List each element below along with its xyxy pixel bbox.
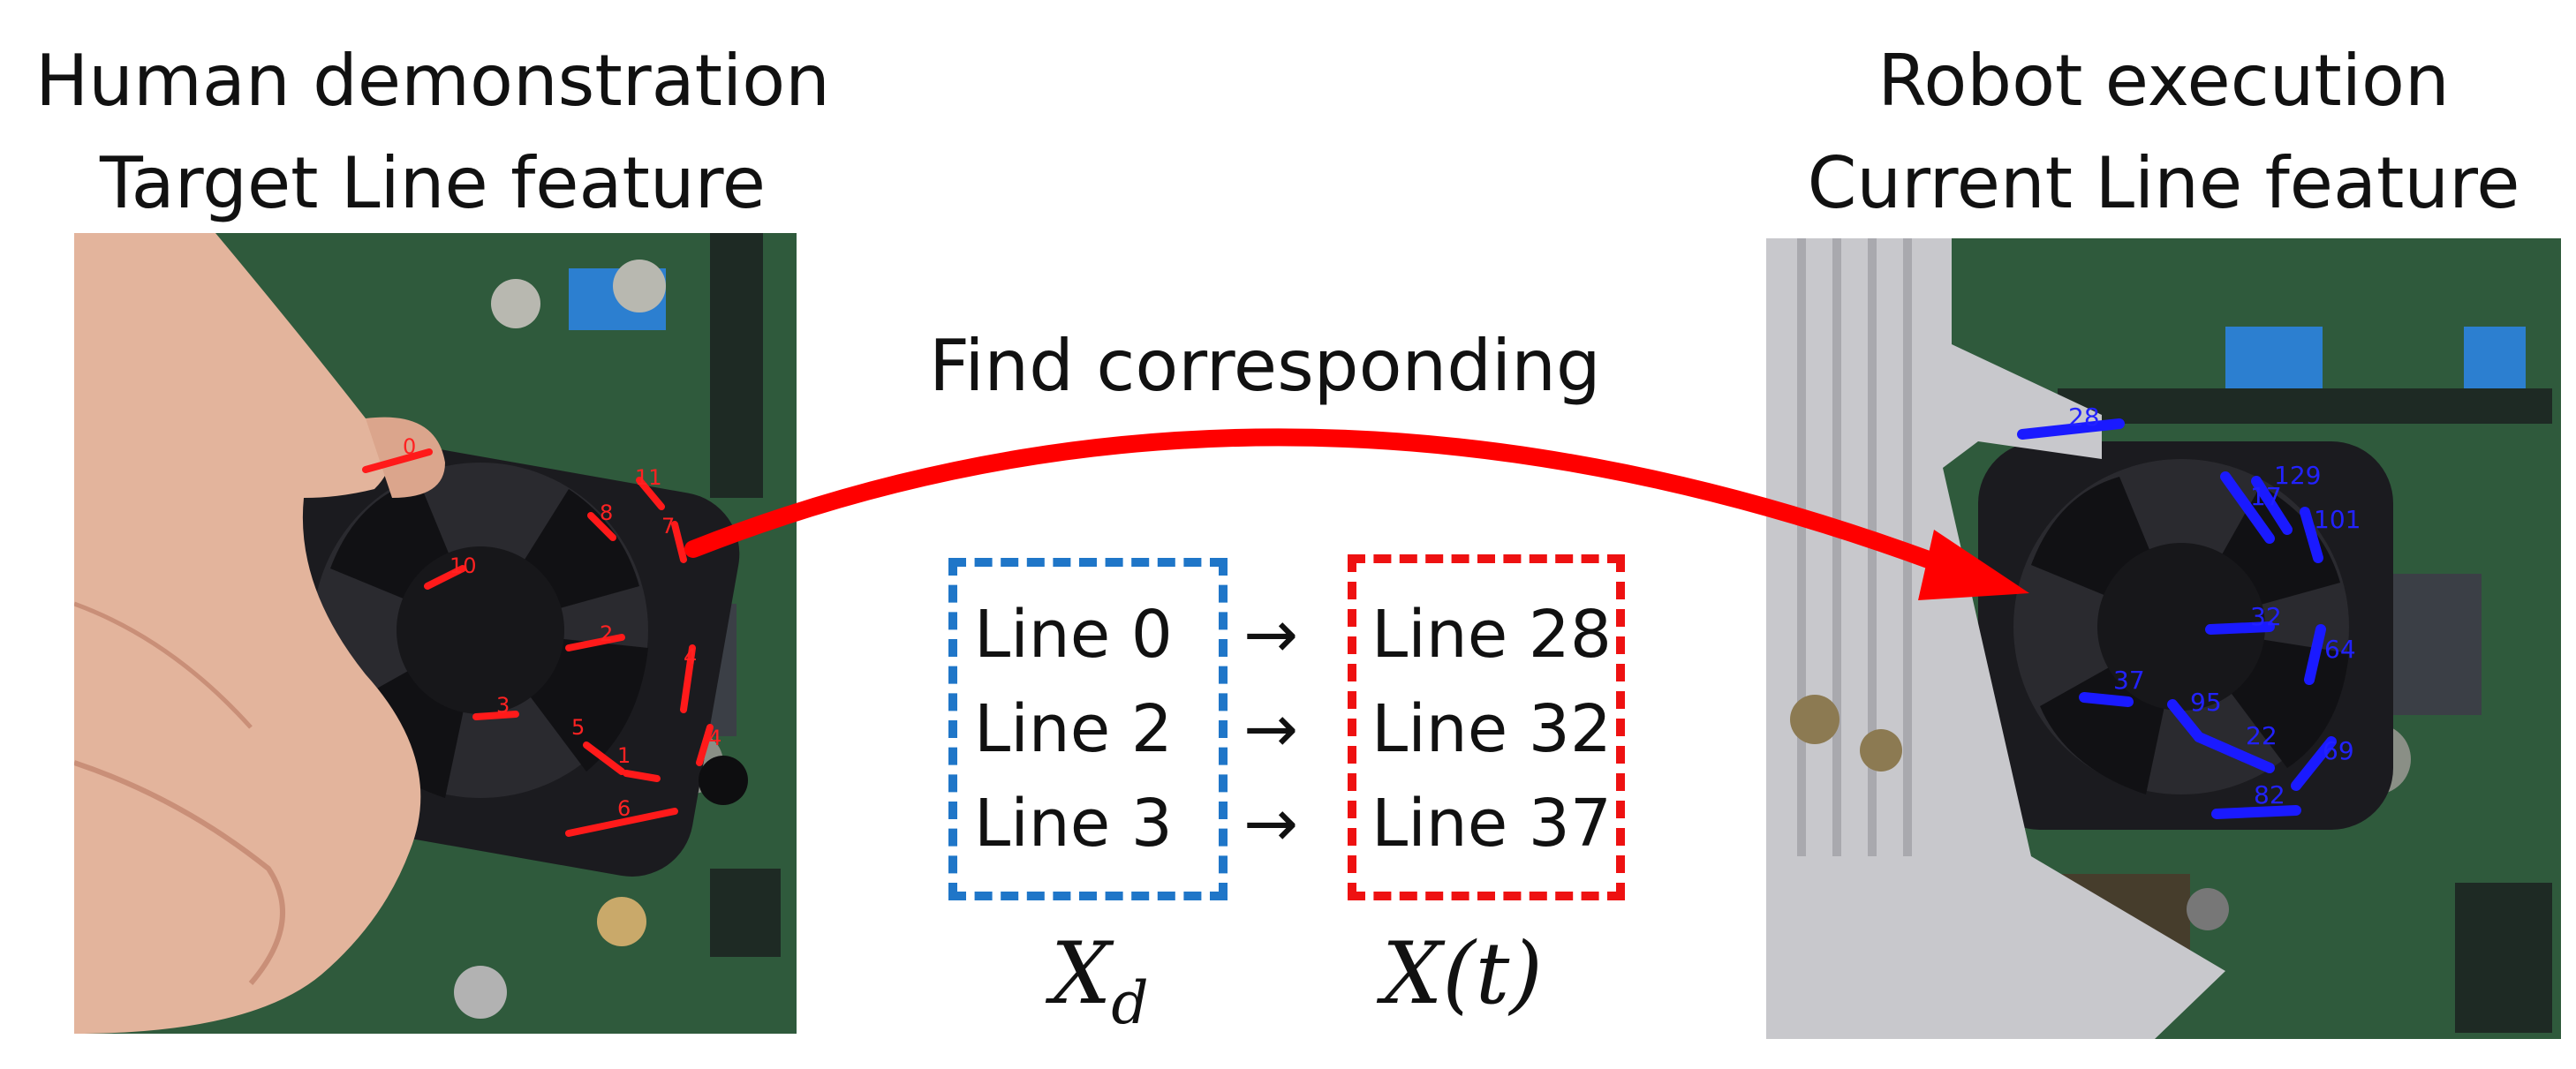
left-title-line1: Human demonstration xyxy=(35,40,830,122)
left-title-line2: Target Line feature xyxy=(100,142,766,224)
desired-line-item: Line 0 xyxy=(974,596,1173,673)
mapping-arrows: → → → xyxy=(1243,587,1298,870)
symbol-base: X xyxy=(1051,924,1112,1023)
target-label-5: 5 xyxy=(571,715,585,740)
current-line-item: Line 28 xyxy=(1371,596,1612,673)
target-label-0: 0 xyxy=(403,434,416,459)
target-label-11: 11 xyxy=(635,465,662,490)
target-label-8: 8 xyxy=(600,501,613,525)
current-label-82: 82 xyxy=(2254,780,2285,809)
target-label-1: 1 xyxy=(617,743,631,768)
human-demonstration-image: 0 10 8 11 7 2 4 3 5 1 4 6 xyxy=(74,233,797,1034)
current-label-95: 95 xyxy=(2190,688,2222,717)
target-line-segments xyxy=(362,448,714,837)
current-lines-list: Line 28 Line 32 Line 37 xyxy=(1371,587,1612,870)
right-title-line2: Current Line feature xyxy=(1807,142,2520,224)
current-label-101: 101 xyxy=(2314,505,2361,534)
current-line-item: Line 37 xyxy=(1371,785,1612,862)
desired-lines-list: Line 0 Line 2 Line 3 xyxy=(974,587,1173,870)
right-arrow-icon: → xyxy=(1243,785,1299,862)
target-label-2: 2 xyxy=(600,621,613,646)
desired-feature-symbol: Xd xyxy=(1051,931,1149,1033)
desired-lines-box xyxy=(948,558,1228,900)
robot-gripper-graphic xyxy=(1766,238,2229,1039)
current-label-37: 37 xyxy=(2113,666,2145,695)
target-label-4b: 4 xyxy=(708,726,721,750)
center-title: Find corresponding xyxy=(929,325,1601,407)
symbol-subscript: d xyxy=(1111,969,1149,1038)
arrowhead-icon xyxy=(1918,530,2029,600)
target-label-10: 10 xyxy=(449,553,477,578)
current-label-22: 22 xyxy=(2246,721,2278,750)
current-lines-box xyxy=(1348,554,1625,900)
right-arrow-icon: → xyxy=(1243,596,1299,673)
desired-line-item: Line 2 xyxy=(974,690,1173,767)
current-label-129: 129 xyxy=(2274,461,2321,490)
desired-line-item: Line 3 xyxy=(974,785,1173,862)
current-line-item: Line 32 xyxy=(1371,690,1612,767)
hand-graphic xyxy=(74,233,445,1034)
fan-graphic xyxy=(1978,441,2393,830)
right-title-line1: Robot execution xyxy=(1877,40,2450,122)
right-arrow-icon: → xyxy=(1243,690,1299,767)
target-label-6: 6 xyxy=(617,796,631,821)
current-label-64: 64 xyxy=(2324,635,2356,664)
target-label-4a: 4 xyxy=(684,644,697,669)
current-label-28: 28 xyxy=(2068,403,2100,432)
current-label-32: 32 xyxy=(2250,602,2282,631)
current-label-69: 69 xyxy=(2323,736,2354,765)
current-feature-symbol: X(t) xyxy=(1382,924,1543,1023)
robot-execution-image: 28 129 17 101 32 64 37 95 22 69 82 xyxy=(1766,238,2561,1039)
current-line-segments xyxy=(2017,418,2337,819)
target-label-7: 7 xyxy=(661,514,675,538)
current-label-17: 17 xyxy=(2250,482,2282,511)
target-label-3: 3 xyxy=(496,693,510,718)
